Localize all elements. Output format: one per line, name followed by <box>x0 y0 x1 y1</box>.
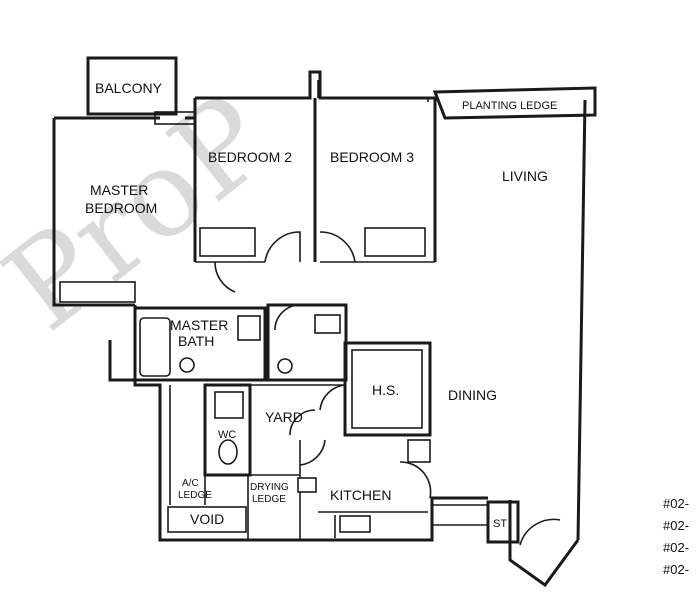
label-living: LIVING <box>502 168 548 184</box>
kitchen-appliance-icon <box>297 477 317 493</box>
ledge-dividers <box>169 385 249 540</box>
master-wardrobe <box>59 281 136 303</box>
master-door-swing <box>214 261 236 293</box>
kitchen-door-swing <box>299 439 326 466</box>
unit-label: #02- <box>663 518 689 533</box>
room-labels: BALCONY BEDROOM 2 BEDROOM 3 PLANTING LED… <box>85 80 557 530</box>
label-bedroom3: BEDROOM 3 <box>330 149 414 165</box>
yard-walls <box>250 384 346 476</box>
service-area <box>167 383 561 546</box>
store-walls <box>486 500 520 544</box>
label-master-bedroom-line1: MASTER <box>90 182 148 198</box>
yard-door-swing <box>289 409 316 436</box>
unit-label: #02- <box>663 496 689 511</box>
master-bath-walls <box>133 306 267 382</box>
hs-inner <box>351 349 423 429</box>
label-kitchen: KITCHEN <box>330 487 391 503</box>
label-drying-ledge-line1: DRYING <box>250 482 289 493</box>
label-hs: H.S. <box>372 382 399 398</box>
master-toilet-icon <box>237 315 261 341</box>
household-shelter <box>319 341 432 463</box>
bath-outer-wall <box>108 340 135 382</box>
label-ac-ledge-line2: LEDGE <box>178 490 212 501</box>
label-master-bedroom-line2: BEDROOM <box>85 200 157 216</box>
common-toilet-icon <box>314 314 341 334</box>
hs-door-swing <box>319 384 346 411</box>
bedroom-details <box>59 80 435 303</box>
label-master-bath-line2: BATH <box>178 333 214 349</box>
master-bedroom-walls <box>52 116 195 307</box>
bedroom-walls <box>193 70 437 262</box>
wc-toilet-icon <box>218 439 238 465</box>
bedroom2-door-swing <box>264 231 301 263</box>
unit-label: #02- <box>663 562 689 577</box>
entrance-walls <box>508 500 580 588</box>
label-master-bath-line1: MASTER <box>170 317 228 333</box>
basin-icon <box>179 357 195 373</box>
planting-ledge-walls <box>432 86 597 120</box>
label-balcony: BALCONY <box>95 80 163 96</box>
bathrooms <box>133 303 348 382</box>
label-void: VOID <box>190 511 224 527</box>
label-drying-ledge-line2: LEDGE <box>252 494 286 505</box>
unit-label: #02- <box>663 540 689 555</box>
unit-labels: #02- #02- #02- #02- <box>663 496 689 577</box>
main-door-swing <box>519 518 561 546</box>
common-basin-icon <box>277 358 293 374</box>
living-right-wall <box>576 99 587 541</box>
kitchen-door-arc <box>399 461 432 499</box>
label-ac-ledge-line1: A/C <box>182 478 199 489</box>
bedroom3-door-swing <box>319 231 356 263</box>
label-store: ST <box>493 518 507 530</box>
service-walls <box>133 305 488 542</box>
window-frames <box>317 80 429 102</box>
window-sill <box>154 111 196 125</box>
washer-icon <box>214 391 244 419</box>
bath-door-swing <box>274 304 301 331</box>
entry-corridor-lines <box>432 504 488 526</box>
label-bedroom2: BEDROOM 2 <box>208 149 292 165</box>
hs-vent <box>407 439 431 463</box>
wc-walls <box>203 383 252 477</box>
label-dining: DINING <box>448 387 497 403</box>
bedroom3-wardrobe <box>364 227 426 257</box>
balcony-walls <box>86 56 178 116</box>
bathtub-icon <box>139 317 171 377</box>
void-box <box>167 506 247 533</box>
outer-walls <box>52 56 597 588</box>
label-wc: WC <box>218 429 236 441</box>
kitchen-counter <box>318 511 428 538</box>
label-planting-ledge: PLANTING LEDGE <box>462 100 557 112</box>
label-yard: YARD <box>265 409 303 425</box>
bedroom2-wardrobe <box>199 227 256 257</box>
stove-icon <box>339 515 371 533</box>
